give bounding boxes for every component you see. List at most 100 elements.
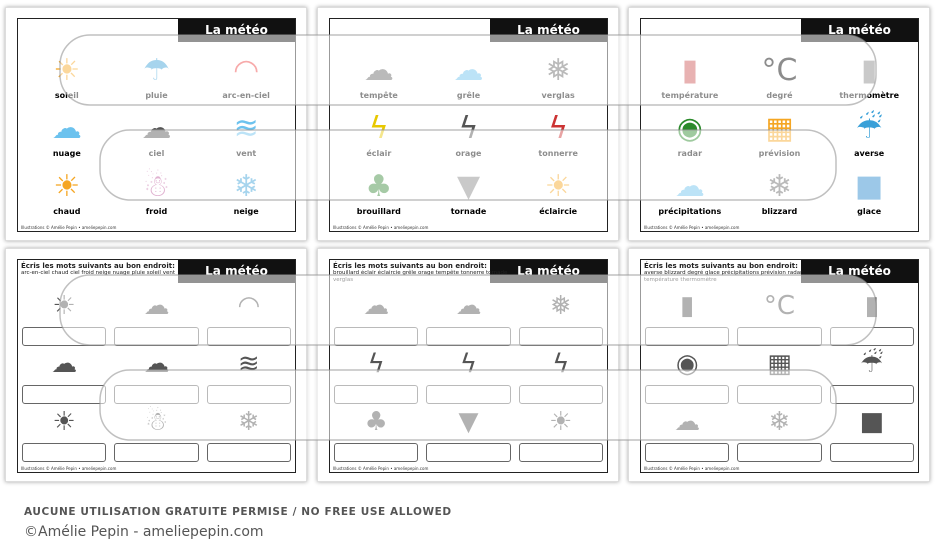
- weather-icon: ☀: [544, 169, 572, 204]
- picture-item: ♣brouillard: [334, 161, 424, 219]
- word-label: neige: [233, 207, 259, 216]
- answer-box[interactable]: [737, 443, 822, 462]
- worksheet-title: La météo: [490, 19, 607, 42]
- answer-box[interactable]: [518, 443, 603, 462]
- picture-item: ❅verglas: [513, 45, 603, 103]
- weather-icon: ☃: [144, 407, 169, 437]
- weather-icon: ☀: [52, 291, 76, 321]
- copyright-text: ©Amélie Pepin - ameliepepin.com: [24, 524, 264, 540]
- answer-box[interactable]: [426, 385, 511, 404]
- weather-icon: ❅: [545, 53, 571, 88]
- weather-icon: ϟ: [548, 111, 569, 146]
- answer-box[interactable]: [22, 443, 107, 462]
- exercise-item: ☀: [518, 406, 603, 462]
- word-label: blizzard: [761, 207, 798, 216]
- weather-icon: ■: [859, 407, 885, 437]
- answer-box[interactable]: [829, 385, 914, 404]
- word-label: arc-en-ciel: [222, 91, 270, 100]
- picture-item: ☀soleil: [22, 45, 112, 103]
- answer-box[interactable]: [645, 385, 730, 404]
- worksheet-credit: Illustrations © Amélie Pepin • ameliepep…: [333, 225, 429, 230]
- exercise-item: ♣: [334, 406, 419, 462]
- answer-box[interactable]: [206, 327, 291, 346]
- answer-box[interactable]: [334, 385, 419, 404]
- weather-icon: ϟ: [458, 111, 479, 146]
- weather-icon: ◉: [675, 349, 699, 379]
- answer-box[interactable]: [518, 385, 603, 404]
- weather-icon: ◠: [237, 291, 261, 321]
- answer-box[interactable]: [737, 327, 822, 346]
- word-bank: averse blizzard degré glace précipitatio…: [644, 270, 803, 283]
- picture-item: ■glace: [824, 161, 914, 219]
- weather-icon: ▮: [680, 291, 695, 321]
- answer-box[interactable]: [426, 443, 511, 462]
- exercise-item: ❄: [206, 406, 291, 462]
- answer-box[interactable]: [645, 443, 730, 462]
- word-label: brouillard: [356, 207, 401, 216]
- word-label: nuage: [52, 149, 81, 158]
- answer-box[interactable]: [334, 443, 419, 462]
- picture-grid: ☀soleil☂pluie◠arc-en-ciel☁nuage☁ciel≋ven…: [22, 45, 291, 219]
- answer-box[interactable]: [206, 443, 291, 462]
- answer-box[interactable]: [334, 327, 419, 346]
- answer-box[interactable]: [22, 327, 107, 346]
- answer-box[interactable]: [22, 385, 107, 404]
- weather-icon: ☔: [860, 349, 884, 379]
- weather-icon: ❄: [233, 169, 259, 204]
- word-label: glace: [857, 207, 882, 216]
- instruction-heading: Écris les mots suivants au bon endroit:: [333, 262, 487, 270]
- picture-item: ❄ neige: [201, 161, 291, 219]
- worksheet-credit: Illustrations © Amélie Pepin • ameliepep…: [333, 466, 429, 471]
- weather-icon: ▼: [458, 407, 479, 437]
- weather-icon: ▦: [767, 349, 792, 379]
- weather-icon: ☁: [363, 291, 390, 321]
- answer-box[interactable]: [426, 327, 511, 346]
- worksheet-credit: Illustrations © Amélie Pepin • ameliepep…: [644, 225, 740, 230]
- word-label: degré: [766, 91, 793, 100]
- answer-box[interactable]: [829, 327, 914, 346]
- answer-box[interactable]: [206, 385, 291, 404]
- answer-box[interactable]: [114, 385, 199, 404]
- exercise-item: °C: [737, 290, 822, 346]
- weather-icon: ☁: [143, 349, 170, 379]
- weather-icon: ▼: [456, 169, 481, 204]
- weather-icon: ≋: [237, 349, 260, 379]
- weather-icon: °C: [763, 291, 796, 321]
- answer-box[interactable]: [114, 443, 199, 462]
- weather-icon: ♣: [364, 407, 388, 437]
- answer-box[interactable]: [645, 327, 730, 346]
- exercise-item: ☁: [114, 348, 199, 404]
- picture-item: ☔averse: [824, 103, 914, 161]
- weather-icon: ☀: [53, 53, 81, 88]
- instruction-heading: Écris les mots suivants au bon endroit:: [644, 262, 798, 270]
- weather-icon: ☁: [674, 407, 701, 437]
- picture-item: ◠arc-en-ciel: [201, 45, 291, 103]
- picture-item: ▼tornade: [424, 161, 514, 219]
- exercise-item: ▮: [829, 290, 914, 346]
- weather-icon: ☁: [674, 169, 705, 204]
- picture-item: ▮température: [645, 45, 735, 103]
- exercise-item: ❄: [737, 406, 822, 462]
- exercise-grid: ▮ °C ▮ ◉ ▦ ☔ ☁ ❄ ■: [645, 290, 914, 462]
- answer-box[interactable]: [737, 385, 822, 404]
- weather-icon: ▦: [765, 111, 794, 146]
- weather-icon: ☁: [141, 111, 172, 146]
- exercise-grid: ☀☁◠☁☁≋☀☃❄: [22, 290, 291, 462]
- answer-box[interactable]: [114, 327, 199, 346]
- answer-box[interactable]: [518, 327, 603, 346]
- weather-icon: ☁: [51, 111, 82, 146]
- answer-box[interactable]: [829, 443, 914, 462]
- weather-icon: ☂: [143, 53, 170, 88]
- weather-icon: ☀: [549, 407, 573, 437]
- word-label: radar: [677, 149, 703, 158]
- picture-item: ≋vent: [201, 103, 291, 161]
- weather-icon: ☃: [143, 169, 170, 204]
